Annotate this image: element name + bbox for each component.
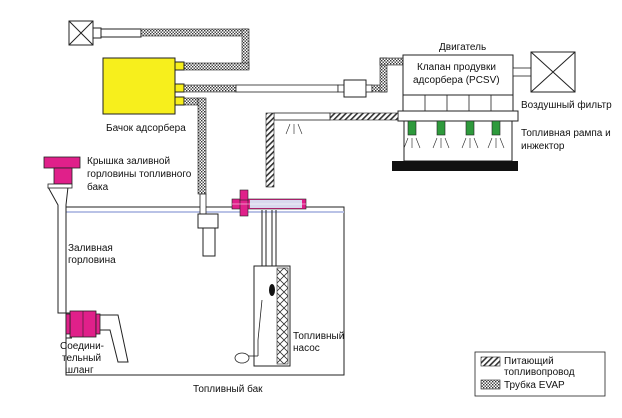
label-pcsv-2: адсорбера (PCSV) — [413, 74, 500, 86]
legend: Питающий топливопровод Трубка EVAP — [474, 351, 606, 397]
label-cap-2: горловины топливного — [87, 169, 192, 180]
legend-feed-swatch — [480, 356, 501, 367]
label-pump-2: насос — [293, 343, 320, 354]
label-cap-1: Крышка заливной — [87, 156, 170, 167]
legend-evap-swatch — [480, 379, 501, 390]
label-hose-2: тельный — [62, 353, 101, 364]
evap-tube-pcsv-top — [379, 57, 404, 66]
evap-vent-filter — [68, 20, 142, 46]
filler-cap — [43, 156, 81, 189]
fuel-feed-line-h — [329, 112, 399, 121]
evap-tube-purge — [183, 84, 237, 93]
legend-evap-label: Трубка EVAP — [504, 379, 565, 391]
rollover-valve — [197, 193, 219, 257]
injectors — [403, 120, 505, 149]
label-canister: Бачок адсорбера — [106, 122, 186, 134]
label-neck-2: горловина — [68, 255, 116, 266]
label-air-filter: Воздушный фильтр — [521, 99, 612, 111]
label-hose-3: шланг — [65, 365, 94, 376]
air-filter — [530, 51, 576, 93]
label-pump-1: Топливный — [293, 331, 344, 342]
fuel-spray-left — [285, 123, 303, 135]
label-cap-3: бака — [87, 181, 109, 193]
fuel-feed-line-v — [265, 112, 275, 188]
evap-tube-tank-v — [197, 97, 207, 195]
label-engine: Двигатель — [439, 42, 486, 53]
evap-tube-vent-h2 — [183, 62, 250, 71]
pump-flange — [231, 189, 307, 217]
fuel-pump — [234, 265, 291, 367]
evap-tube-vent-h — [140, 28, 249, 37]
pcsv-valve — [337, 79, 373, 98]
evap-tube-tank — [183, 97, 199, 106]
purge-tube-plain — [235, 84, 339, 93]
legend-feed-label-2: топливопровод — [504, 367, 575, 378]
fuel-feed-line-plain — [273, 112, 331, 121]
label-pcsv-1: Клапан продувки — [417, 62, 496, 73]
label-neck-1: Заливная — [68, 243, 113, 254]
label-hose-1: Соедини- — [60, 341, 104, 352]
label-rail-1: Топливная рампа и — [521, 128, 611, 139]
canister — [102, 57, 185, 115]
label-tank: Топливный бак — [193, 383, 263, 395]
connecting-hose — [65, 310, 101, 338]
air-intake-tube — [512, 67, 532, 77]
label-rail-2: инжектор — [521, 141, 565, 152]
legend-feed-label-1: Питающий — [504, 356, 554, 367]
